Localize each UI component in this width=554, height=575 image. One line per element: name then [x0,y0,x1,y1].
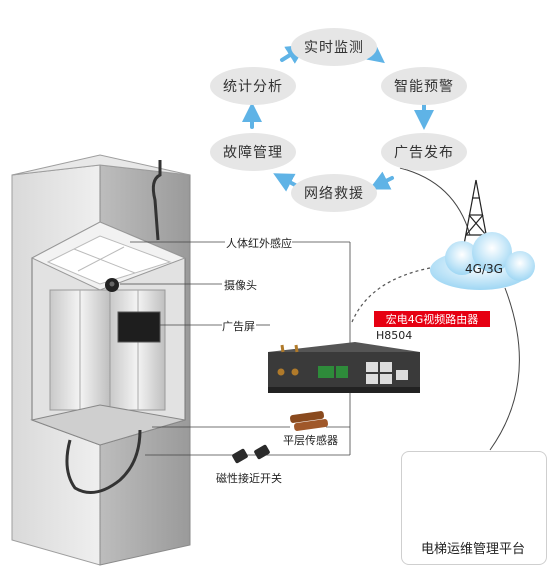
bubble-fault-management: 故障管理 [210,133,296,171]
ad-screen-label: 广告屏 [222,320,255,333]
router-device [268,342,420,393]
bubble-label: 网络救援 [304,186,364,202]
bubble-label: 故障管理 [223,145,283,161]
network-label: 4G/3G [465,262,503,276]
floor-sensor-label: 平层传感器 [283,434,338,447]
router-model-label: H8504 [376,329,413,342]
infrared-sensor-label: 人体红外感应 [226,237,292,250]
bubble-ad-publishing: 广告发布 [381,133,467,171]
cloud-icon [430,232,535,290]
bubble-realtime-monitoring: 实时监测 [291,28,377,66]
magnetic-switch-icon [232,444,270,464]
router-cloud-link [351,267,431,323]
tower-link [399,167,471,236]
floor-sensor-icon [289,411,329,431]
cloud-platform-link [489,287,520,451]
magnetic-switch-label: 磁性接近开关 [216,472,282,485]
bubble-label: 统计分析 [223,79,283,95]
bubble-label: 智能预警 [394,79,454,95]
elevator-shaft [11,154,191,566]
bubble-label: 实时监测 [304,40,364,56]
bubble-network-rescue: 网络救援 [291,174,377,212]
camera-label: 摄像头 [224,279,257,292]
bubble-smart-warning: 智能预警 [381,67,467,105]
platform-label: 电梯运维管理平台 [420,542,525,557]
router-name-badge: 宏电4G视频路由器 [374,311,490,327]
bubble-statistics: 统计分析 [210,67,296,105]
bubble-label: 广告发布 [394,145,454,161]
platform-panel [401,451,547,565]
